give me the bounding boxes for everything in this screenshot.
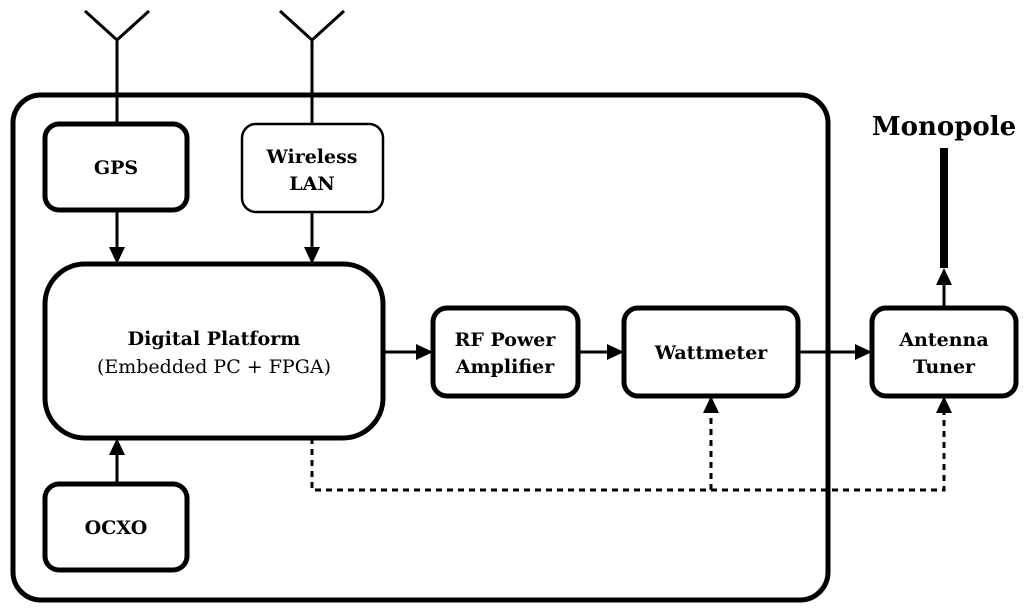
rf-power-amplifier-block: RF Power Amplifier <box>430 305 581 399</box>
wattmeter-block: Wattmeter <box>621 305 801 399</box>
connector-tuner-to-monopole <box>936 268 952 308</box>
tuner-label-line1: Antenna <box>898 329 988 351</box>
antenna-tuner-block: Antenna Tuner <box>869 305 1019 399</box>
connector-platform-to-amplifier <box>383 344 433 360</box>
connector-amplifier-to-wattmeter <box>578 344 624 360</box>
connector-ocxo-to-platform <box>109 438 125 484</box>
digital-platform-block: Digital Platform (Embedded PC + FPGA) <box>42 261 386 441</box>
wattmeter-label: Wattmeter <box>654 342 769 364</box>
gps-block: GPS <box>42 121 190 213</box>
ocxo-block: OCXO <box>42 481 190 573</box>
tuner-label-line2: Tuner <box>913 356 976 378</box>
wireless-antenna-icon <box>278 9 346 124</box>
rf-label-line2: Amplifier <box>455 356 555 378</box>
connector-wireless-to-platform <box>304 212 320 264</box>
monopole-label: Monopole <box>872 112 1016 142</box>
control-bus-dashed <box>310 396 952 492</box>
connector-wattmeter-to-tuner <box>798 344 872 360</box>
gps-label: GPS <box>94 157 138 179</box>
wireless-lan-block: Wireless LAN <box>240 122 385 214</box>
rf-label-line1: RF Power <box>455 329 557 351</box>
platform-label-line2: (Embedded PC + FPGA) <box>97 356 331 378</box>
gps-antenna-icon <box>83 9 151 124</box>
wireless-label-line1: Wireless <box>265 146 357 168</box>
platform-label-line1: Digital Platform <box>128 328 301 350</box>
ocxo-label: OCXO <box>85 517 148 539</box>
wireless-label-line2: LAN <box>289 173 334 195</box>
connector-gps-to-platform <box>109 210 125 264</box>
